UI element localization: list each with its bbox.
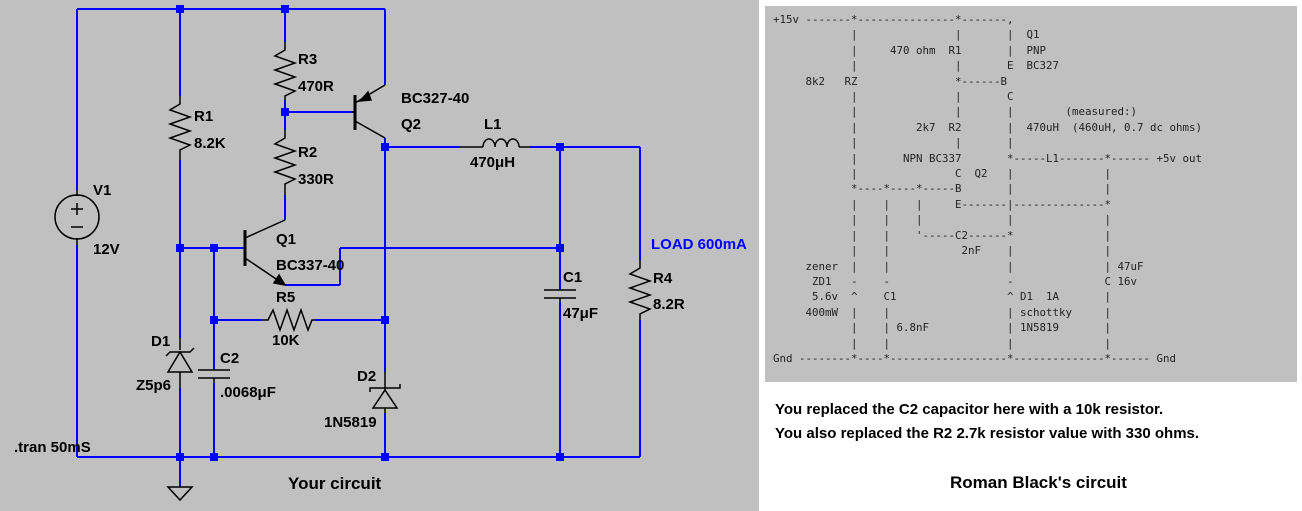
- junctions: [176, 5, 564, 461]
- q2-name: Q2: [401, 116, 421, 133]
- note-line-1: You replaced the C2 capacitor here with …: [775, 401, 1164, 418]
- junction-dot: [210, 453, 218, 461]
- ascii-line: | | | | |: [851, 213, 1112, 227]
- ascii-line: | | | E-------|--------------*: [851, 197, 1112, 211]
- c2-value: .0068μF: [220, 384, 276, 401]
- junction-dot: [176, 453, 184, 461]
- ascii-schematic-panel: +15v -------*---------------*-------, | …: [765, 6, 1297, 382]
- r4-resistor: [627, 260, 653, 320]
- ascii-line: zener | | | | 47uF: [805, 259, 1144, 273]
- ascii-line: | 2k7 R2 | 470uH (460uH, 0.7 dc ohms): [851, 120, 1203, 134]
- q2-part: BC327-40: [401, 90, 469, 107]
- d1-value: Z5p6: [136, 377, 171, 394]
- r2-value: 330R: [298, 171, 334, 188]
- r3-name: R3: [298, 51, 317, 68]
- c1-capacitor: [544, 289, 576, 302]
- c2-capacitor: [198, 369, 230, 383]
- junction-dot: [381, 453, 389, 461]
- schematic-canvas: R3 470R R1 8.2K R2 330R BC327-40 Q2 L1 4…: [14, 5, 747, 502]
- d1-name: D1: [151, 333, 170, 350]
- ascii-line: Gnd --------*----*------------------*---…: [773, 351, 1177, 365]
- ascii-line: | | 2nF | |: [851, 244, 1112, 258]
- q1-name: Q1: [276, 231, 296, 248]
- ascii-line: | | '-----C2------* |: [851, 228, 1112, 242]
- junction-dot: [281, 108, 289, 116]
- d1-zener-diode: [165, 338, 195, 388]
- ascii-line: | C Q2 | |: [851, 167, 1112, 181]
- junction-dot: [556, 453, 564, 461]
- r2-name: R2: [298, 144, 317, 161]
- r5-resistor: [262, 307, 315, 333]
- d2-value: 1N5819: [324, 414, 377, 431]
- v1-value: 12V: [93, 241, 120, 258]
- ascii-line: | | C: [851, 90, 1014, 104]
- r5-name: R5: [276, 289, 295, 306]
- junction-dot: [556, 143, 564, 151]
- d2-schottky-diode: [369, 372, 401, 413]
- ascii-line: 400mW | | | schottky |: [805, 305, 1112, 319]
- note-line-2: You also replaced the R2 2.7k resistor v…: [775, 425, 1200, 442]
- junction-dot: [556, 244, 564, 252]
- junction-dot: [381, 143, 389, 151]
- r5-value: 10K: [272, 332, 300, 349]
- r4-name: R4: [653, 270, 673, 287]
- ascii-line: | | E BC327: [851, 59, 1060, 73]
- ascii-line: +15v -------*---------------*-------,: [773, 13, 1014, 26]
- l1-inductor: [460, 138, 530, 148]
- components: [54, 42, 653, 502]
- c1-name: C1: [563, 269, 582, 286]
- component-labels: R3 470R R1 8.2K R2 330R BC327-40 Q2 L1 4…: [14, 51, 747, 493]
- ascii-line: ZD1 - - - C 16v: [812, 274, 1138, 288]
- your-circuit-panel: R3 470R R1 8.2K R2 330R BC327-40 Q2 L1 4…: [0, 0, 759, 511]
- r2-resistor: [272, 130, 298, 195]
- ascii-line: | | | Q1: [851, 28, 1040, 42]
- r3-value: 470R: [298, 78, 334, 95]
- ascii-line: 8k2 RZ *------B: [805, 74, 1008, 88]
- c2-name: C2: [220, 350, 239, 367]
- ascii-line: | NPN BC337 *-----L1-------*------ +5v o…: [851, 151, 1203, 165]
- load-label: LOAD 600mA: [651, 236, 747, 253]
- r1-name: R1: [194, 108, 213, 125]
- v1-name: V1: [93, 182, 111, 199]
- junction-dot: [176, 244, 184, 252]
- ascii-line: *----*----*-----B | |: [851, 182, 1112, 196]
- ascii-line: | | | |: [851, 336, 1112, 350]
- r3-resistor: [272, 42, 298, 100]
- junction-dot: [381, 316, 389, 324]
- junction-dot: [210, 244, 218, 252]
- left-caption: Your circuit: [288, 474, 382, 493]
- c1-value: 47μF: [563, 305, 598, 322]
- q2-pnp-transistor: [352, 84, 386, 139]
- r1-resistor: [167, 96, 193, 160]
- wires: [76, 8, 641, 487]
- r1-value: 8.2K: [194, 135, 226, 152]
- l1-name: L1: [484, 116, 502, 133]
- q1-part: BC337-40: [276, 257, 344, 274]
- tran-directive: .tran 50mS: [14, 439, 91, 456]
- junction-dot: [176, 5, 184, 13]
- ascii-line: 5.6v ^ C1 ^ D1 1A |: [812, 290, 1112, 304]
- ascii-line: | | 6.8nF | 1N5819 |: [851, 321, 1112, 335]
- l1-value: 470μH: [470, 154, 515, 171]
- ascii-line: | | | (measured:): [851, 105, 1138, 119]
- junction-dot: [281, 5, 289, 13]
- ground-symbol: [166, 486, 194, 502]
- d2-name: D2: [357, 368, 376, 385]
- ascii-line: | 470 ohm R1 | PNP: [851, 43, 1047, 57]
- q1-npn-transistor: [243, 219, 287, 287]
- junction-dot: [210, 316, 218, 324]
- ascii-schematic: +15v -------*---------------*-------, | …: [765, 6, 1297, 366]
- ascii-line: | | |: [851, 136, 1014, 150]
- right-caption: Roman Black's circuit: [950, 473, 1127, 492]
- r4-value: 8.2R: [653, 296, 685, 313]
- v1-voltage-source: [54, 190, 100, 245]
